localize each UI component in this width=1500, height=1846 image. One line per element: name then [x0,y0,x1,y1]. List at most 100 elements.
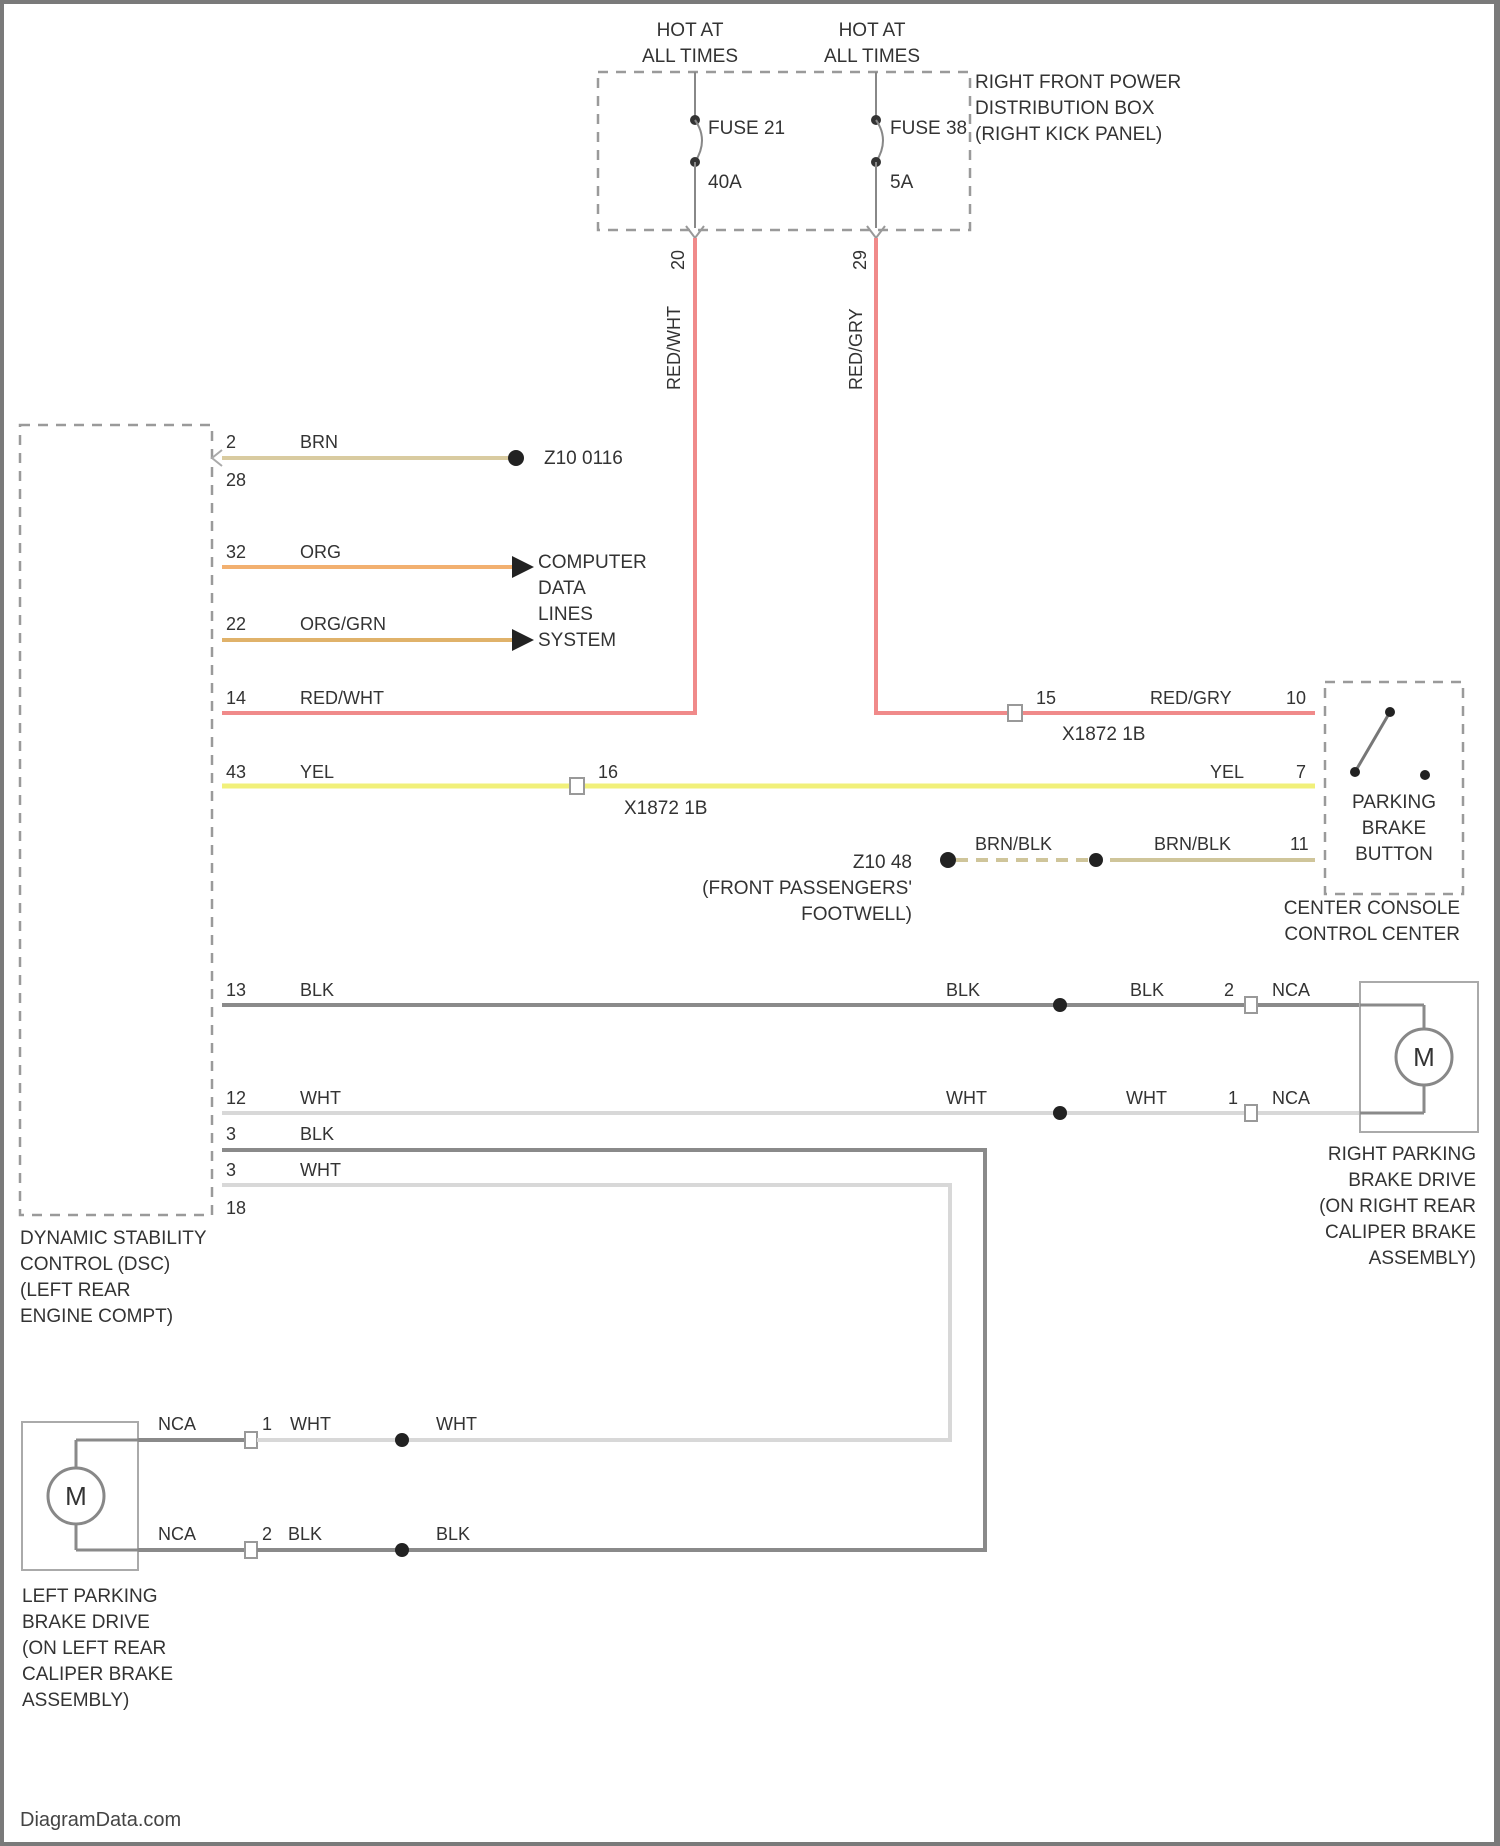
dsc-wht-wire-color: WHT [300,1160,341,1180]
org-grn-wire-color: ORG/GRN [300,614,386,634]
dsc-name-line2: CONTROL (DSC) [20,1254,170,1275]
red-gry-connector-label: X1872 1B [1062,724,1145,745]
dsc-pin-2: 2 [226,432,236,452]
wht-right-connector [1245,1105,1257,1121]
brn-wire-color: BRN [300,432,338,452]
red-gry-pin-10: 10 [1286,688,1306,708]
left-drive-name-line3: (ON LEFT REAR [22,1638,166,1659]
dsc-pin-43: 43 [226,762,246,782]
dsc-pin-28: 28 [226,470,246,490]
left-drive-name-line2: BRAKE DRIVE [22,1612,150,1633]
dsc-name-line3: (LEFT REAR [20,1280,131,1301]
fuse21-rating: 40A [708,172,742,193]
z10-0116-label: Z10 0116 [544,448,623,469]
left-blk-splice [395,1543,409,1557]
left-blk-color-2: BLK [436,1524,470,1544]
button-pin-11: 11 [1290,834,1309,854]
left-connector-1 [245,1432,257,1448]
switch-contact-top [1385,707,1395,717]
blk-wire-color-3: BLK [1130,980,1164,1000]
left-drive-pin-2: 2 [262,1524,272,1544]
right-drive-name-line3: (ON RIGHT REAR [1319,1196,1476,1217]
left-blk-color-1: BLK [288,1524,322,1544]
hot-at-all-times-2-line1: HOT AT [839,20,906,41]
fuse38-terminal-number: 29 [850,250,870,270]
cds-label-line1: COMPUTER [538,552,647,573]
blk-wire-color-2: BLK [946,980,980,1000]
z10-0116-ground-dot [508,450,524,466]
parking-button-name-line2: BRAKE [1362,818,1426,839]
left-drive-name-line4: CALIPER BRAKE [22,1664,173,1685]
center-console-line2: CONTROL CENTER [1284,924,1460,945]
org-wire-color: ORG [300,542,341,562]
right-drive-name-line5: ASSEMBLY) [1369,1248,1476,1269]
wht-right-splice [1053,1106,1067,1120]
hot-at-all-times-2-line2: ALL TIMES [824,46,920,67]
fuse21-label: FUSE 21 [708,118,785,139]
hot-at-all-times-1-line2: ALL TIMES [642,46,738,67]
wht-wire-color-3: WHT [1126,1088,1167,1108]
dsc-name-line4: ENGINE COMPT) [20,1306,173,1327]
z10-48-ground-dot [940,852,956,868]
cds-label-line3: LINES [538,604,593,625]
right-drive-name-line2: BRAKE DRIVE [1348,1170,1476,1191]
blk-right-splice [1053,998,1067,1012]
yel-connector-label: X1872 1B [624,798,707,819]
fuse21-wire-color: RED/WHT [664,306,684,390]
yel-wire-color-end: YEL [1210,762,1244,782]
fuse38-label: FUSE 38 [890,118,967,139]
dsc-pin-18: 18 [226,1198,246,1218]
wht-wire-color-2: WHT [946,1088,987,1108]
right-nca-1: NCA [1272,980,1310,1000]
parking-button-name-line3: BUTTON [1355,844,1433,865]
brn-blk-splice [1089,853,1103,867]
right-nca-2: NCA [1272,1088,1310,1108]
fuse21-terminal-number: 20 [668,250,688,270]
switch-contact-right [1420,770,1430,780]
footer-watermark: DiagramData.com [20,1809,181,1831]
fuse38-wire-color: RED/GRY [846,308,866,390]
left-wht-splice [395,1433,409,1447]
left-drive-name-line5: ASSEMBLY) [22,1690,129,1711]
blk-right-connector [1245,997,1257,1013]
red-gry-wire-color: RED/GRY [1150,688,1232,708]
right-drive-name-line4: CALIPER BRAKE [1325,1222,1476,1243]
left-wht-color-2: WHT [436,1414,477,1434]
left-wht-color-1: WHT [290,1414,331,1434]
dsc-pin-13: 13 [226,980,246,1000]
dsc-pin-22: 22 [226,614,246,634]
brn-blk-wire-color-2: BRN/BLK [1154,834,1231,854]
fuse-box-name-line1: RIGHT FRONT POWER [975,72,1181,93]
dsc-name-line1: DYNAMIC STABILITY [20,1228,207,1249]
switch-pivot [1350,767,1360,777]
brn-blk-wire-color-1: BRN/BLK [975,834,1052,854]
yel-pin-16: 16 [598,762,618,782]
left-drive-name-line1: LEFT PARKING [22,1586,158,1607]
yel-wire-color: YEL [300,762,334,782]
right-drive-pin-1: 1 [1228,1088,1238,1108]
fuse-box-name-line3: (RIGHT KICK PANEL) [975,124,1162,145]
hot-at-all-times-1-line1: HOT AT [657,20,724,41]
dsc-pin-14: 14 [226,688,246,708]
left-drive-pin-1: 1 [262,1414,272,1434]
x1872-connector-yel [570,778,584,794]
right-drive-pin-2: 2 [1224,980,1234,1000]
dsc-pin-32: 32 [226,542,246,562]
cds-label-line4: SYSTEM [538,630,616,651]
dsc-blk-wire-color: BLK [300,1124,334,1144]
blk-wire-color-1: BLK [300,980,334,1000]
center-console-line1: CENTER CONSOLE [1284,898,1460,919]
red-wht-wire-color: RED/WHT [300,688,384,708]
z10-48-location-line2: FOOTWELL) [801,904,912,925]
parking-button-name-line1: PARKING [1352,792,1436,813]
left-connector-2 [245,1542,257,1558]
dsc-pin-12: 12 [226,1088,246,1108]
left-nca-2: NCA [158,1524,196,1544]
red-gry-pin-15: 15 [1036,688,1056,708]
z10-48-label: Z10 48 [853,852,912,873]
dsc-pin-3b: 3 [226,1160,236,1180]
left-nca-1: NCA [158,1414,196,1434]
z10-48-location-line1: (FRONT PASSENGERS' [702,878,912,899]
fuse38-rating: 5A [890,172,914,193]
